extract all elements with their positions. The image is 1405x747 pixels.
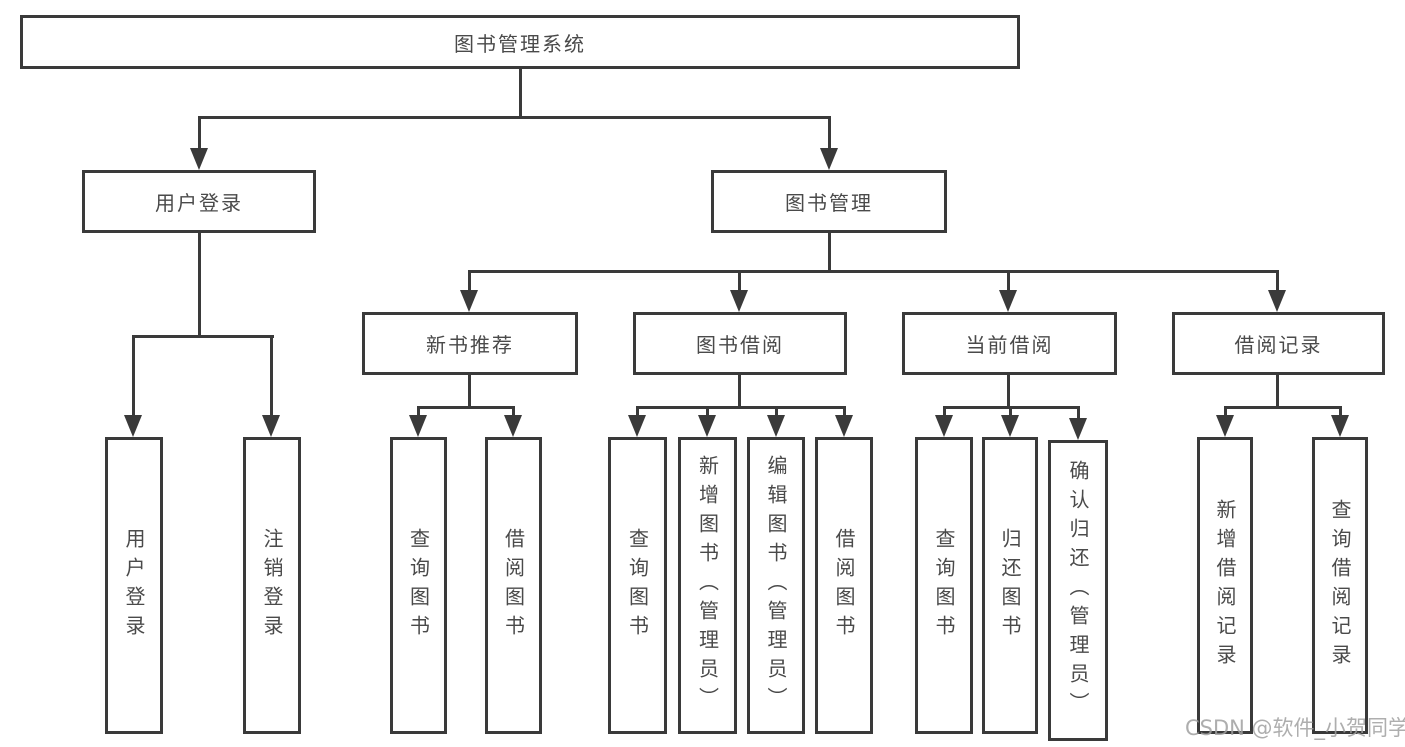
leaf-label: 查询图书 <box>406 527 431 644</box>
leaf-edit-books-admin: 编辑图书（管理员） <box>747 437 805 734</box>
connector-segment <box>198 233 201 338</box>
leaf-logout: 注销登录 <box>243 437 301 734</box>
connector-segment <box>417 406 420 418</box>
arrow-down-icon <box>262 415 280 437</box>
arrow-down-icon <box>835 415 853 437</box>
leaf-label: 归还图书 <box>998 527 1022 644</box>
arrow-down-icon <box>1069 418 1087 440</box>
connector-segment <box>636 406 846 409</box>
arrow-down-icon <box>504 415 522 437</box>
node-label: 图书管理 <box>785 191 873 215</box>
connector-segment <box>468 375 471 409</box>
arrow-down-icon <box>1331 415 1349 437</box>
connector-segment <box>738 375 741 409</box>
connector-segment <box>270 335 273 417</box>
arrow-down-icon <box>935 415 953 437</box>
arrow-down-icon <box>460 290 478 312</box>
arrow-down-icon <box>999 290 1017 312</box>
connector-segment <box>738 270 741 294</box>
leaf-query-books-recommend: 查询图书 <box>390 437 447 734</box>
connector-segment <box>198 116 831 119</box>
connector-segment <box>1077 406 1080 421</box>
arrow-down-icon <box>730 290 748 312</box>
leaf-query-borrow-record: 查询借阅记录 <box>1312 437 1368 734</box>
arrow-down-icon <box>628 415 646 437</box>
leaf-add-books-admin: 新增图书（管理员） <box>678 437 737 734</box>
leaf-label: 借阅图书 <box>832 527 856 644</box>
leaf-label: 新增图书（管理员） <box>695 455 720 716</box>
leaf-label: 用户登录 <box>122 527 146 644</box>
connector-segment <box>1007 375 1010 409</box>
connector-segment <box>1276 270 1279 294</box>
node-current-borrowing: 当前借阅 <box>902 312 1117 375</box>
arrow-down-icon <box>1216 415 1234 437</box>
arrow-down-icon <box>124 415 142 437</box>
arrow-down-icon <box>409 415 427 437</box>
node-user-login: 用户登录 <box>82 170 316 233</box>
arrow-down-icon <box>190 148 208 170</box>
node-label: 图书借阅 <box>696 333 784 357</box>
arrow-down-icon <box>1001 415 1019 437</box>
node-library-management-system: 图书管理系统 <box>20 15 1020 69</box>
connector-segment <box>1276 375 1279 409</box>
arrow-down-icon <box>767 415 785 437</box>
connector-segment <box>132 335 274 338</box>
leaf-label: 编辑图书（管理员） <box>764 455 788 716</box>
connector-segment <box>417 406 515 409</box>
connector-segment <box>1339 406 1342 418</box>
node-label: 当前借阅 <box>965 333 1054 357</box>
arrow-down-icon <box>1268 290 1286 312</box>
csdn-watermark: CSDN @软件_小贺同学 <box>1185 716 1405 740</box>
connector-segment <box>843 406 846 418</box>
node-book-borrowing: 图书借阅 <box>633 312 847 375</box>
leaf-label: 新增借阅记录 <box>1213 498 1237 673</box>
leaf-label: 查询图书 <box>932 527 956 644</box>
leaf-borrow-books-recommend: 借阅图书 <box>485 437 542 734</box>
leaf-confirm-return-admin: 确认归还（管理员） <box>1048 440 1108 741</box>
connector-segment <box>468 270 1279 273</box>
connector-segment <box>1009 406 1012 418</box>
connector-segment <box>519 68 522 119</box>
node-label: 图书管理系统 <box>454 31 586 56</box>
leaf-label: 查询图书 <box>625 527 650 644</box>
node-label: 借阅记录 <box>1234 333 1323 357</box>
connector-segment <box>943 406 946 418</box>
arrow-down-icon <box>820 148 838 170</box>
connector-segment <box>636 406 639 418</box>
connector-segment <box>828 233 831 273</box>
connector-segment <box>1007 270 1010 294</box>
connector-segment <box>132 335 135 417</box>
leaf-label: 查询借阅记录 <box>1328 498 1352 673</box>
leaf-label: 借阅图书 <box>501 527 526 644</box>
node-new-book-recommend: 新书推荐 <box>362 312 578 375</box>
connector-segment <box>828 116 831 152</box>
connector-segment <box>198 116 201 152</box>
leaf-query-books-current: 查询图书 <box>915 437 973 734</box>
connector-segment <box>1224 406 1227 418</box>
node-borrowing-records: 借阅记录 <box>1172 312 1385 375</box>
node-label: 用户登录 <box>155 191 243 215</box>
leaf-query-books-borrowing: 查询图书 <box>608 437 667 734</box>
leaf-return-books: 归还图书 <box>982 437 1038 734</box>
leaf-label: 确认归还（管理员） <box>1066 460 1090 721</box>
leaf-label: 注销登录 <box>260 527 284 644</box>
connector-segment <box>706 406 709 418</box>
leaf-user-login: 用户登录 <box>105 437 163 734</box>
node-book-management: 图书管理 <box>711 170 947 233</box>
leaf-borrow-books: 借阅图书 <box>815 437 873 734</box>
leaf-add-borrow-record: 新增借阅记录 <box>1197 437 1253 734</box>
connector-segment <box>775 406 778 418</box>
connector-segment <box>1224 406 1342 409</box>
node-label: 新书推荐 <box>426 333 514 357</box>
connector-segment <box>468 270 471 294</box>
connector-segment <box>512 406 515 418</box>
arrow-down-icon <box>698 415 716 437</box>
